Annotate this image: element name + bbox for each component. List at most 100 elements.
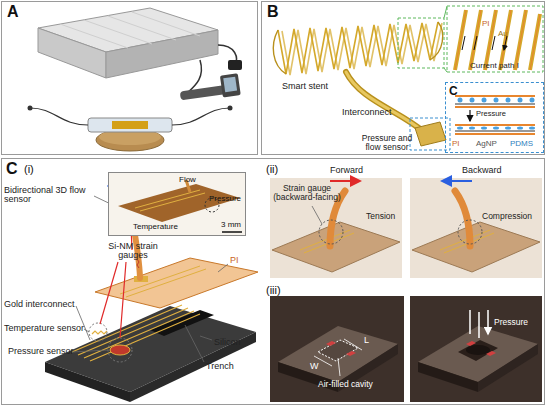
part-label: Si-NM strain gauges [98, 242, 168, 261]
sensor-layers-part [530, 98, 535, 103]
sensor-layers-part [481, 127, 487, 130]
sensor-layers-part [455, 95, 535, 97]
subpanel: (iii) [263, 283, 544, 404]
scene-iii-part [410, 296, 542, 402]
sensor-layers-part [455, 103, 535, 105]
smart-stent [273, 22, 442, 75]
panel-b: BC [261, 1, 545, 155]
photo-label: Temperature [133, 223, 178, 231]
device-photo-part [135, 190, 205, 211]
scene-ii-part [312, 206, 322, 224]
scene-ii-part [330, 180, 360, 182]
device-photo-part [222, 231, 242, 233]
part-label: Bidirectional 3D flow sensor [4, 186, 96, 205]
part-label: Pressure and flow sensor [356, 134, 418, 152]
panel-a: A [1, 1, 258, 155]
sensor-layers-part [505, 127, 511, 130]
sensor-layers-part [470, 98, 475, 103]
scene-iii-part [318, 340, 358, 361]
device-photo [108, 172, 246, 236]
scene-ii-part [272, 222, 400, 272]
smart-stent-part [273, 22, 442, 74]
scene-iii-part [270, 296, 404, 402]
scene-iii-part [458, 340, 498, 361]
photo-label: Pressure [209, 195, 241, 203]
part-label: Strain gauge (backward-facing) [272, 184, 342, 202]
coin-device-part [112, 121, 148, 129]
sensor-layers-part [493, 127, 499, 130]
zoom-boxes-part [455, 10, 540, 70]
subpanel: (ii) [263, 162, 544, 282]
panel-label: C [6, 161, 18, 178]
part-label: PI [452, 140, 460, 148]
sensor-layers-part [469, 110, 470, 121]
sensor-layers [455, 96, 535, 134]
silicon-base [45, 305, 256, 402]
panel-c: C(i)FlowPressureTemperature3 mm(ii)(iii) [1, 158, 545, 405]
scene-ii-part [270, 178, 402, 278]
scene-iii-part [486, 351, 496, 356]
part-label: Smart stent [282, 82, 328, 91]
zoom-boxes-part [444, 6, 447, 72]
sensor-layers-part [506, 98, 511, 103]
photo-label: Flow [179, 176, 196, 184]
panel-label: A [7, 4, 19, 21]
scene-iii-part [466, 345, 490, 355]
wearable-monitor-part [178, 73, 240, 103]
wearable-monitor-part [228, 60, 242, 70]
sensor-layers-part [455, 133, 535, 135]
zoom-boxes-part [398, 18, 444, 68]
device-photo-part [108, 172, 246, 236]
panel-label: (ii) [266, 164, 278, 176]
wearable-monitor [38, 8, 242, 103]
part-label: Temperature sensor [4, 324, 84, 333]
scene-iii-part [470, 310, 488, 338]
scene-ii-part [455, 191, 470, 246]
pi-layer [95, 258, 258, 308]
zoom-boxes-part [462, 36, 507, 50]
wearable-monitor-part-part [223, 77, 237, 93]
part-label: AgNP [476, 140, 497, 148]
panel-label: C [449, 85, 458, 98]
part-label: Pressure [494, 318, 528, 327]
scene-ii-part [458, 220, 482, 244]
part-label: PI [230, 256, 239, 265]
photo-label: 3 mm [221, 221, 241, 229]
part-label: Backward [462, 166, 502, 175]
part-label: Tension [366, 212, 395, 221]
sensor-layers-part [517, 127, 523, 130]
sensor-layers-part [457, 127, 463, 130]
part-label: Gold interconnect [4, 300, 75, 309]
part-label: Current path I [470, 62, 519, 70]
scene-ii-part [319, 220, 343, 244]
scene-iii [270, 296, 542, 402]
scene-iii-part [466, 341, 476, 346]
wearable-monitor-part [38, 28, 106, 78]
wearable-monitor-part [60, 12, 200, 48]
photo-inset: FlowPressureTemperature 3 mm [108, 172, 246, 236]
part-label: Forward [330, 166, 363, 175]
zoom-boxes-part [455, 10, 540, 70]
panel-label: B [267, 4, 279, 21]
pi-layer-part [95, 258, 258, 308]
sensor-layers-part [458, 98, 463, 103]
silicon-base-part [72, 305, 200, 361]
coin-device-part [228, 106, 233, 111]
scene-ii [270, 178, 542, 278]
silicon-base-part [45, 362, 130, 402]
sensor-layers-part [469, 127, 475, 130]
scene-iii-part [346, 351, 356, 356]
scene-iii-part [418, 362, 478, 392]
part-label: Trench [206, 362, 234, 371]
sensor-layers-part [455, 130, 535, 132]
zoom-boxes [398, 6, 543, 72]
interconnect-ribbon-part [415, 122, 446, 146]
interconnect-ribbon-part [346, 72, 424, 132]
coin-device-part [28, 106, 33, 111]
scene-ii-part [442, 180, 472, 182]
part-label: L [364, 336, 369, 345]
coin-device-part [30, 108, 230, 125]
part-label: PDMS [510, 140, 533, 148]
sensor-layers-part [494, 98, 499, 103]
